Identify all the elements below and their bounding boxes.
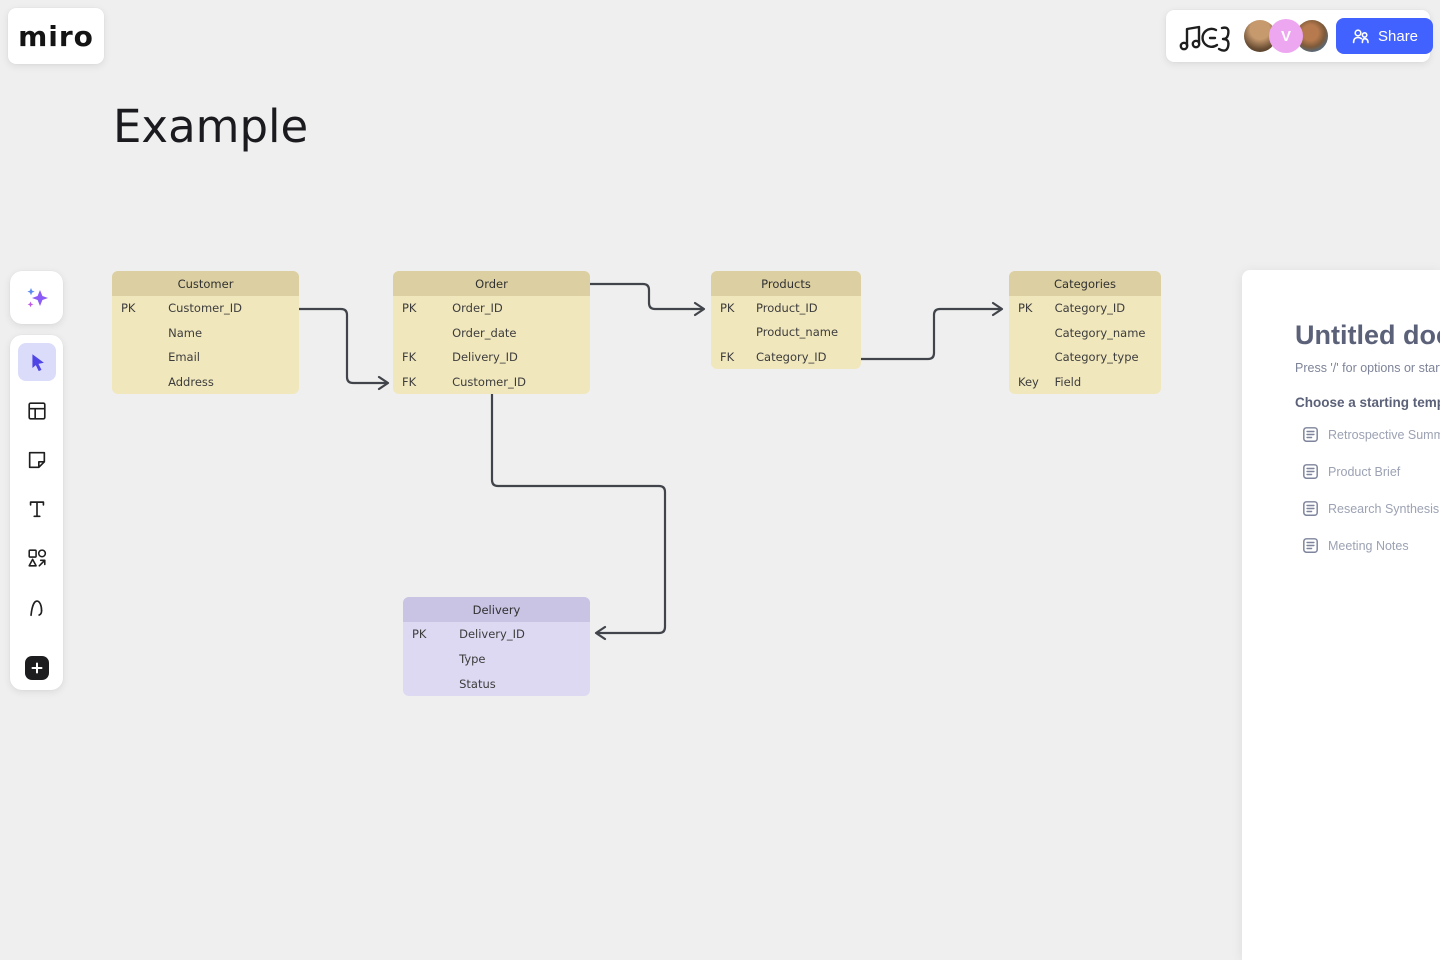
template-item-label: Research Synthesis: [1328, 501, 1440, 516]
template-item-meeting-notes[interactable]: Meeting Notes: [1302, 537, 1409, 554]
sticky-note-icon: [28, 451, 45, 469]
avatar-initial: V: [1280, 27, 1291, 45]
table-row[interactable]: Address: [168, 374, 214, 389]
table-row[interactable]: Status: [459, 676, 496, 691]
text-icon: [29, 501, 44, 518]
collaborator-avatars: V: [1244, 19, 1328, 53]
table-title: Customer: [112, 271, 299, 296]
document-icon: [1303, 464, 1318, 479]
template-item-retrospective-summary[interactable]: Retrospective Summar: [1302, 426, 1440, 443]
text-tool[interactable]: [18, 490, 56, 528]
share-button-label: Share: [1378, 27, 1419, 45]
shapes-icon: [27, 549, 46, 567]
miro-logo-card[interactable]: miro: [8, 8, 104, 64]
template-item-label: Retrospective Summar: [1328, 427, 1440, 442]
doc-hint: Press '/' for options or start w: [1295, 361, 1440, 375]
table-row[interactable]: Category_name: [1054, 325, 1146, 340]
frame-icon: [27, 402, 46, 420]
template-item-research-synthesis[interactable]: Research Synthesis: [1302, 500, 1439, 517]
table-title: Delivery: [403, 597, 590, 622]
shapes-tool[interactable]: [18, 539, 56, 577]
table-title: Order: [393, 271, 590, 296]
table-row[interactable]: Email: [168, 350, 200, 365]
table-row[interactable]: Type: [459, 652, 486, 666]
board-title: Example: [113, 100, 309, 153]
table-title: Products: [711, 271, 861, 296]
sticky-note-tool[interactable]: [18, 441, 56, 479]
templates-heading: Choose a starting templa: [1295, 395, 1440, 410]
frames-tool[interactable]: [18, 392, 56, 430]
doc-title[interactable]: Untitled doc: [1295, 320, 1440, 350]
pen-icon: [29, 600, 42, 617]
cursor-icon: [31, 354, 44, 372]
document-icon: [1303, 538, 1318, 553]
document-icon: [1303, 427, 1318, 442]
avatar[interactable]: V: [1269, 19, 1303, 53]
table-row[interactable]: Category_type: [1054, 350, 1139, 365]
table-row[interactable]: Order_date: [452, 325, 517, 340]
template-item-label: Meeting Notes: [1328, 538, 1409, 553]
tool-palette: [10, 335, 63, 690]
document-icon: [1303, 501, 1318, 516]
doodle-drawing: [1179, 25, 1230, 52]
connector-products-categories: [859, 301, 1004, 361]
table-title: Categories: [1009, 271, 1161, 296]
miro-logo: miro: [18, 19, 94, 53]
pen-tool[interactable]: [18, 588, 56, 626]
template-item-product-brief[interactable]: Product Brief: [1302, 463, 1400, 480]
plus-icon: [24, 656, 49, 680]
connector-customer-order: [297, 307, 390, 391]
doc-panel[interactable]: Untitled doc Press '/' for options or st…: [1242, 270, 1440, 960]
table-row[interactable]: Product_name: [756, 325, 839, 340]
share-button[interactable]: Share: [1336, 18, 1434, 54]
people-icon: [1352, 29, 1369, 44]
select-tool[interactable]: [17, 343, 56, 381]
topbar: V Share: [1166, 10, 1434, 62]
ai-assistant-button[interactable]: [10, 271, 63, 324]
connector-order-products: [588, 282, 706, 317]
table-row[interactable]: Name: [168, 325, 203, 340]
ai-sparkles-icon: [26, 287, 48, 307]
add-tool-button[interactable]: [18, 649, 56, 687]
template-item-label: Product Brief: [1328, 464, 1401, 479]
